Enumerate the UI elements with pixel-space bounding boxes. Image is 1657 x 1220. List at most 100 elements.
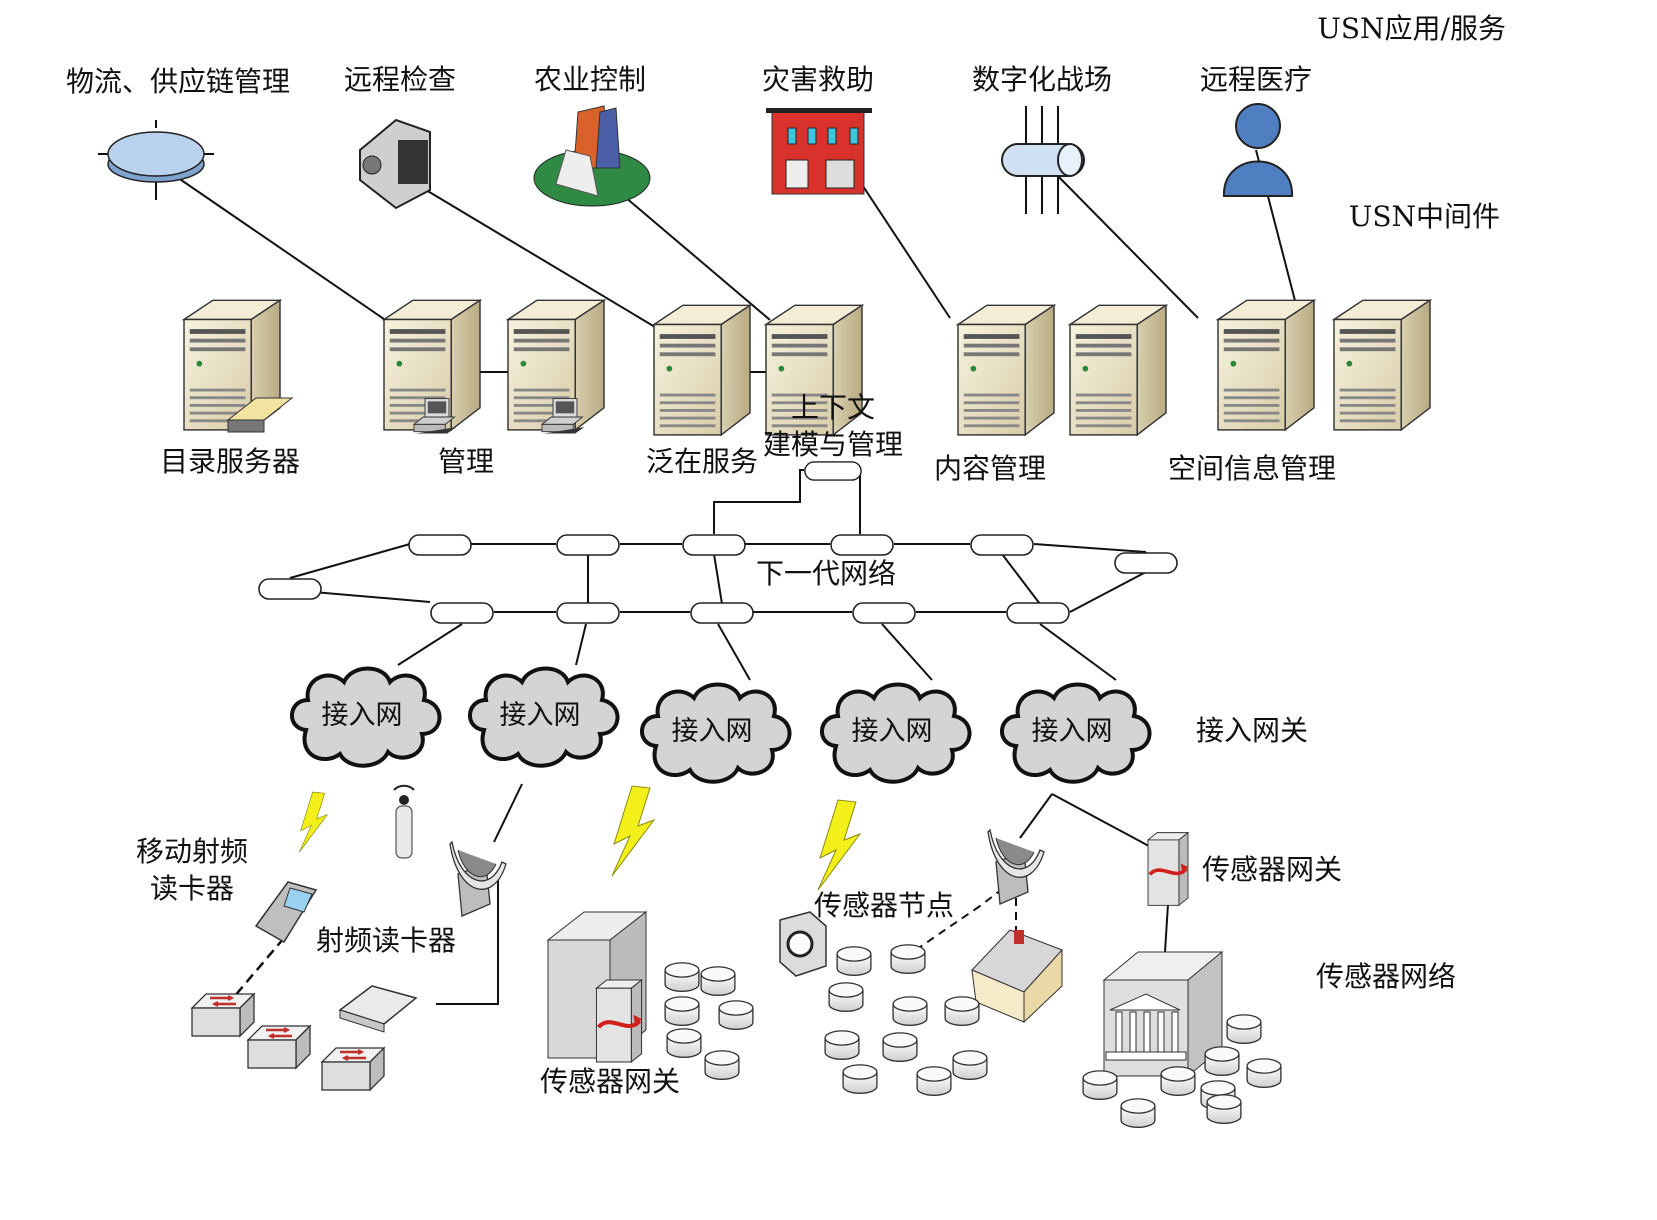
network-node bbox=[830, 534, 894, 556]
app-label-disaster-relief: 灾害救助 bbox=[762, 63, 874, 96]
server-tower-icon bbox=[653, 304, 751, 436]
door-icon bbox=[785, 159, 809, 189]
access-link bbox=[397, 623, 463, 666]
farm-building-icon bbox=[595, 107, 621, 169]
context-label-line1: 上下文 bbox=[791, 391, 875, 424]
sensor-disc-icon bbox=[664, 962, 700, 993]
icon-layer bbox=[107, 103, 1431, 1129]
backbone-link bbox=[289, 543, 411, 579]
house-icon bbox=[1014, 930, 1024, 944]
sensor-disc-icon bbox=[916, 1066, 952, 1097]
network-node bbox=[408, 534, 472, 556]
bank-building-icon bbox=[1105, 1051, 1187, 1061]
network-node bbox=[852, 602, 916, 624]
backbone-link bbox=[1069, 571, 1147, 613]
network-node bbox=[682, 534, 746, 556]
antenna-icon bbox=[399, 795, 409, 805]
app-label-digital-battlefield: 数字化战场 bbox=[972, 63, 1112, 96]
sensor-disc-icon bbox=[824, 1030, 860, 1061]
lightning-icon bbox=[298, 791, 329, 853]
sensor-disc-icon bbox=[882, 1032, 918, 1063]
antenna-icon bbox=[395, 805, 413, 859]
text-layer: USN应用/服务 USN中间件 接入网关 传感器网络 物流、供应链管理 远程检查… bbox=[66, 12, 1506, 1098]
bank-column bbox=[1157, 1011, 1165, 1053]
rfid-reader-label: 射频读卡器 bbox=[316, 924, 456, 957]
farm-building-icon bbox=[555, 149, 599, 197]
sensor-disc-icon bbox=[718, 1000, 754, 1031]
access-cloud-label: 接入网 bbox=[672, 716, 753, 747]
access-link bbox=[881, 623, 933, 681]
bank-column bbox=[1115, 1011, 1123, 1053]
server-label-management: 管理 bbox=[438, 445, 494, 478]
server-tower-icon bbox=[957, 304, 1055, 436]
sensor-disc-icon bbox=[664, 996, 700, 1027]
sensor-disc-icon bbox=[1206, 1094, 1242, 1125]
network-node bbox=[804, 461, 862, 481]
server-label-ubiquitous: 泛在服务 bbox=[646, 445, 758, 478]
network-node bbox=[690, 602, 754, 624]
sensor-disc-icon bbox=[1226, 1014, 1262, 1045]
mobile-phone-icon bbox=[254, 881, 318, 944]
bank-building-icon bbox=[1109, 993, 1181, 1011]
sensor-disc-icon bbox=[842, 1064, 878, 1095]
video-camera-icon bbox=[398, 140, 428, 184]
bank-column bbox=[1129, 1011, 1137, 1053]
layer-label-sensor-network: 传感器网络 bbox=[1316, 960, 1456, 993]
window-icon bbox=[849, 127, 859, 145]
server-tower-icon bbox=[1333, 299, 1431, 431]
window-icon bbox=[807, 127, 817, 145]
sensor-disc-icon bbox=[836, 946, 872, 977]
sensor-node-label: 传感器节点 bbox=[814, 889, 954, 922]
door-icon bbox=[825, 159, 855, 189]
mobile-rfid-label-line1: 移动射频 bbox=[136, 835, 248, 868]
layer-label-application: USN应用/服务 bbox=[1317, 12, 1506, 45]
rfid-switch-icon bbox=[246, 1024, 312, 1070]
sensor-disc-icon bbox=[952, 1050, 988, 1081]
backbone-link bbox=[1033, 543, 1147, 553]
context-label-line2: 建模与管理 bbox=[763, 428, 903, 461]
sensor-disc-icon bbox=[704, 1050, 740, 1081]
server-label-content: 内容管理 bbox=[934, 452, 1046, 485]
context-link bbox=[713, 469, 804, 534]
user-person-icon bbox=[1235, 103, 1281, 149]
server-tower-icon bbox=[1217, 299, 1315, 431]
sensor-disc-icon bbox=[890, 944, 926, 975]
sensor-disc-icon bbox=[666, 1028, 702, 1059]
device-link bbox=[1019, 793, 1053, 839]
mobile-rfid-label-line2: 读卡器 bbox=[150, 872, 234, 905]
server-tower-icon bbox=[1069, 304, 1167, 436]
house-icon bbox=[1023, 948, 1063, 1024]
sensor-disc-icon bbox=[892, 996, 928, 1027]
network-node bbox=[556, 602, 620, 624]
rfid-scanner-icon bbox=[339, 1009, 385, 1033]
app-label-remote-inspection: 远程检查 bbox=[344, 63, 456, 96]
sensor-disc-icon bbox=[1082, 1070, 1118, 1101]
sensor-disc-icon bbox=[1160, 1066, 1196, 1097]
window-icon bbox=[827, 127, 837, 145]
link-inspection-to-ubiquitous bbox=[415, 183, 661, 331]
device-link bbox=[436, 880, 499, 1005]
sensor-camera-icon bbox=[786, 930, 814, 958]
app-label-agriculture: 农业控制 bbox=[534, 63, 646, 96]
sensor-disc-icon bbox=[1120, 1098, 1156, 1129]
antenna-icon bbox=[393, 784, 415, 791]
link-logistics-to-management bbox=[151, 159, 401, 331]
sensor-disc-icon bbox=[828, 982, 864, 1013]
video-camera-icon bbox=[362, 155, 382, 175]
sensor-gateway-icon bbox=[596, 980, 641, 1062]
rfid-link bbox=[227, 937, 285, 1005]
access-cloud-label: 接入网 bbox=[1032, 716, 1113, 747]
network-node bbox=[970, 534, 1034, 556]
window-icon bbox=[787, 127, 797, 145]
network-node bbox=[1114, 552, 1178, 574]
mobile-phone-icon bbox=[283, 887, 313, 913]
backbone-label: 下一代网络 bbox=[756, 557, 896, 590]
lightning-icon bbox=[611, 785, 655, 877]
network-node bbox=[430, 602, 494, 624]
device-link bbox=[1051, 793, 1161, 853]
sensor-disc-icon bbox=[700, 966, 736, 997]
user-person-icon bbox=[1222, 160, 1294, 197]
backbone-link bbox=[713, 553, 723, 605]
bank-column bbox=[1143, 1011, 1151, 1053]
